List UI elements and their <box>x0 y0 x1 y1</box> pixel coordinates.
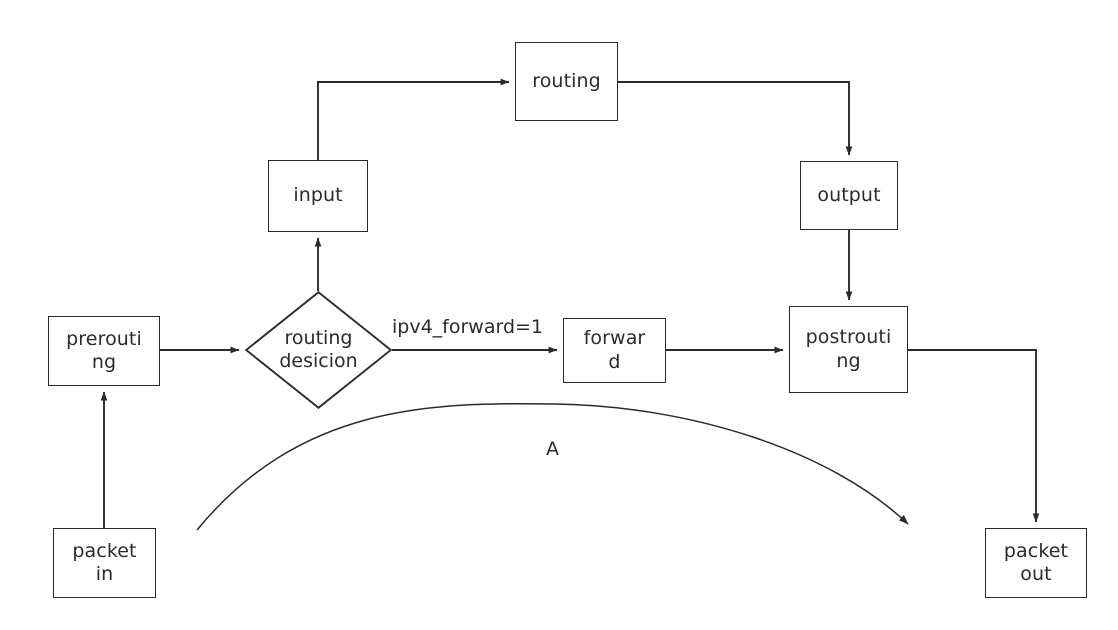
diamond-shape-icon <box>245 291 392 409</box>
edge-postrouting-to-packet-out <box>908 349 1040 523</box>
edge-label-curve-a-text: A <box>546 438 559 460</box>
edge-label-ipv4-forward-text: ipv4_forward=1 <box>392 316 544 338</box>
node-forward-label: forwar d <box>583 327 646 373</box>
node-packet-in-label: packet in <box>72 539 137 585</box>
node-routing-label: routing <box>532 69 601 92</box>
node-output[interactable]: output <box>800 161 898 230</box>
edge-routing-to-output <box>618 81 853 156</box>
node-packet-out-label: packet out <box>1003 539 1069 585</box>
node-forward[interactable]: forwar d <box>563 318 666 383</box>
node-postrouting[interactable]: postrouti ng <box>789 306 908 393</box>
node-routing-decision-label: routing desicion <box>279 326 358 372</box>
edge-curved-path-a <box>196 402 909 531</box>
edge-label-curve-a: A <box>546 438 559 460</box>
node-packet-in[interactable]: packet in <box>53 528 156 598</box>
node-packet-out[interactable]: packet out <box>985 528 1087 598</box>
node-input[interactable]: input <box>268 160 368 232</box>
node-routing[interactable]: routing <box>515 42 618 121</box>
edge-input-to-routing <box>317 78 510 160</box>
node-postrouting-label: postrouti ng <box>805 326 892 372</box>
node-output-label: output <box>817 183 881 206</box>
node-prerouting-label: prerouti ng <box>66 327 142 373</box>
edge-label-ipv4-forward: ipv4_forward=1 <box>392 316 543 338</box>
node-input-label: input <box>293 184 343 207</box>
node-prerouting[interactable]: prerouti ng <box>48 316 160 386</box>
node-routing-decision[interactable]: routing desicion <box>245 291 392 409</box>
